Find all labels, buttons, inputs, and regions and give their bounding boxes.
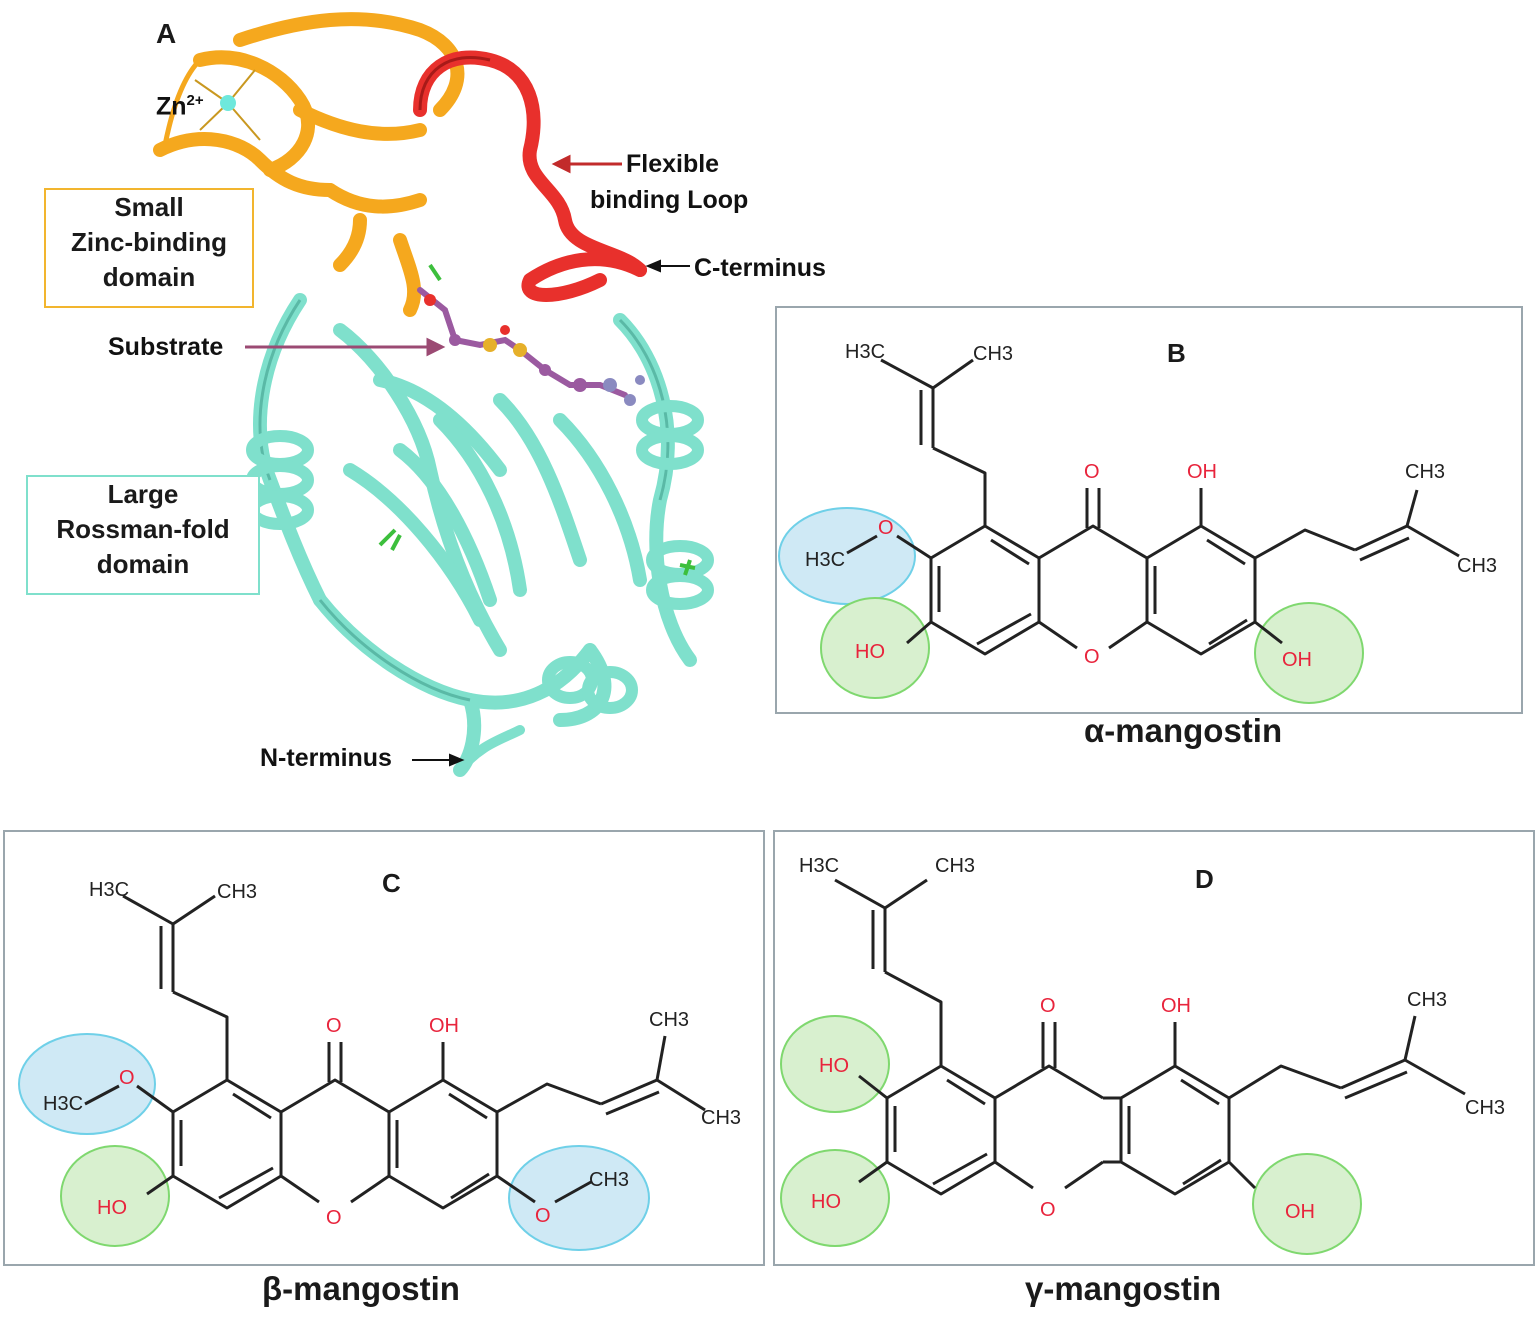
chem-label: CH3 [1457,555,1497,577]
c-terminus-label: C-terminus [694,254,826,282]
n-terminus-label: N-terminus [260,744,392,772]
carbonyl-o: O [326,1015,342,1037]
chem-label: CH3 [589,1169,629,1191]
alpha-mangostin-name: α-mangostin [1084,712,1283,749]
panel-d-box: O O OH HO HO OH H3C CH3 CH3 CH3 D [773,830,1535,1266]
alpha-mangostin-structure: O O OH O HO OH H3C CH3 H3C CH3 CH3 [778,341,1497,704]
panel-b-label: B [1167,338,1186,368]
methoxy-o: O [878,517,894,539]
panel-c-label: C [382,868,401,898]
chem-label: H3C [799,855,839,877]
ring-o: O [1084,646,1100,668]
carbonyl-o: O [1084,461,1100,483]
ho-upper-left: HO [819,1055,849,1077]
small-zinc-domain-box: Small Zinc-binding domain [44,188,254,308]
oh-right: OH [1285,1201,1315,1223]
chem-label: H3C [845,341,885,363]
chem-label: CH3 [935,855,975,877]
flexible-loop-label-2: binding Loop [590,186,749,214]
chem-label: CH3 [1407,989,1447,1011]
oh-right: OH [1282,649,1312,671]
gamma-mangostin-name: γ-mangostin [1025,1270,1222,1307]
chem-label: H3C [805,549,845,571]
flexible-loop-label-1: Flexible [626,150,720,178]
beta-mangostin-structure: O O OH O HO O H3C CH3 H3C CH3 CH3 CH3 [18,879,741,1251]
methoxy-o: O [119,1067,135,1089]
ho-left: HO [855,641,885,663]
chem-label: CH3 [701,1107,741,1129]
protein-structure [153,12,714,777]
chem-label: CH3 [1405,461,1445,483]
large-rossman-domain-box: Large Rossman-fold domain [26,475,260,595]
zinc-label: Zn2+ [156,92,204,121]
panel-d-label: D [1195,864,1214,894]
chem-label: CH3 [217,881,257,903]
oh-top: OH [429,1015,459,1037]
ring-o: O [1040,1199,1056,1221]
methoxy-o-right: O [535,1205,551,1227]
beta-mangostin-name: β-mangostin [262,1270,460,1307]
substrate-label: Substrate [108,333,224,361]
chem-label: CH3 [649,1009,689,1031]
oh-top: OH [1161,995,1191,1017]
chem-label: CH3 [973,343,1013,365]
gamma-mangostin-structure: O O OH HO HO OH H3C CH3 CH3 CH3 [780,855,1505,1255]
chem-label: CH3 [1465,1097,1505,1119]
carbonyl-o: O [1040,995,1056,1017]
panel-c-box: O O OH O HO O H3C CH3 H3C CH3 CH3 CH3 C [3,830,765,1266]
ho-left: HO [97,1197,127,1219]
panel-b-box: O O OH O HO OH H3C CH3 H3C CH3 CH3 B [775,306,1523,714]
ho-lower-left: HO [811,1191,841,1213]
oh-top: OH [1187,461,1217,483]
panel-a-label: A [156,18,177,49]
chem-label: H3C [89,879,129,901]
chem-label: H3C [43,1093,83,1115]
ring-o: O [326,1207,342,1229]
